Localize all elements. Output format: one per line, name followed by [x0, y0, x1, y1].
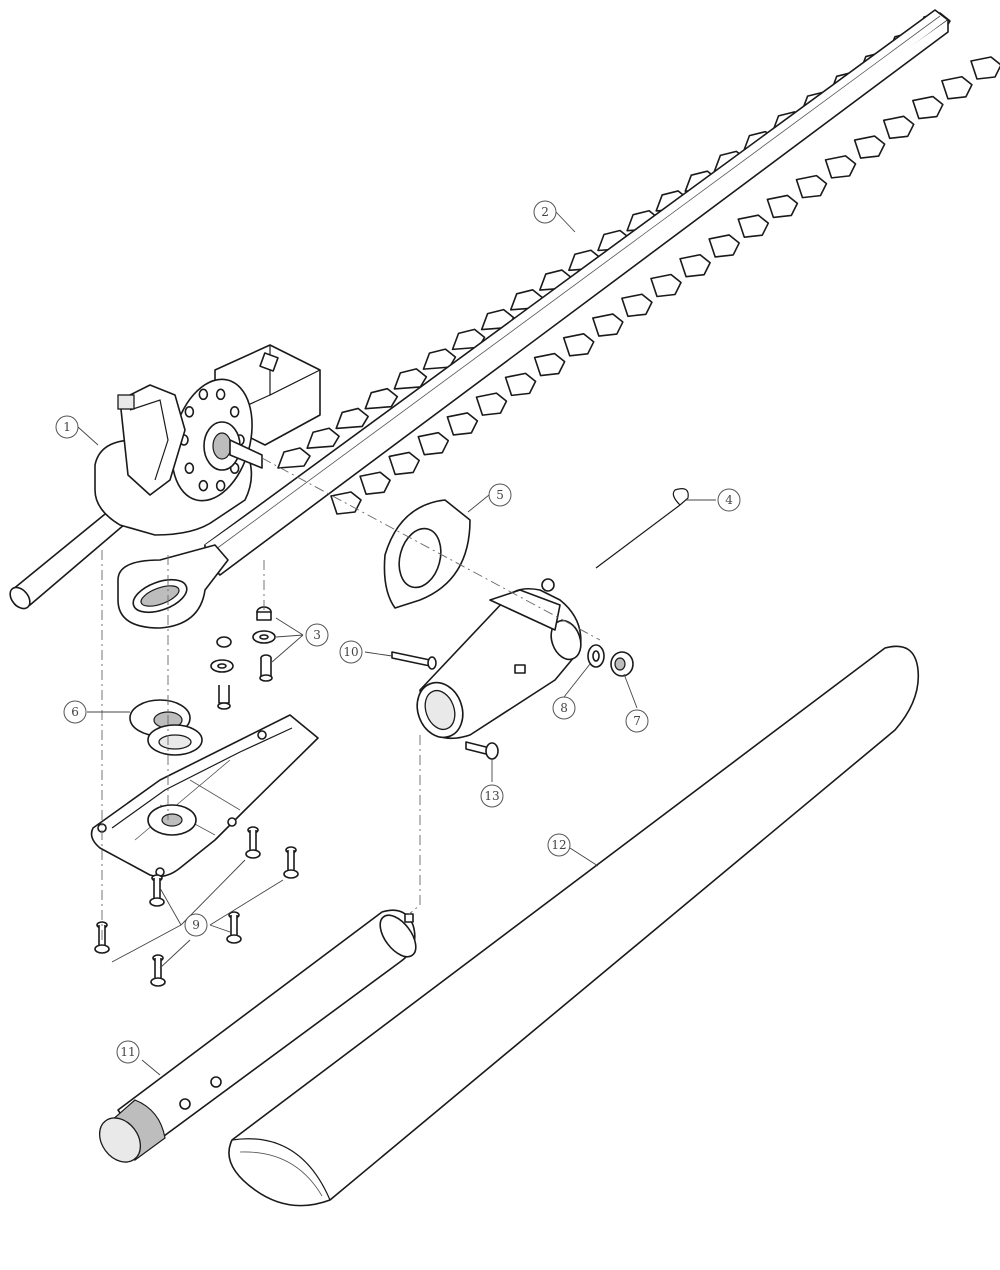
blade-tooth-lower: [853, 135, 886, 159]
callout-labels: 1 2 3 4 5 6 7 8 9 10 11: [55, 200, 741, 1064]
svg-text:9: 9: [192, 918, 200, 932]
blade-tooth-lower: [912, 95, 944, 120]
dial-hole: [198, 479, 209, 492]
dial-hole: [229, 405, 240, 418]
svg-text:13: 13: [484, 789, 499, 803]
blade-tooth-lower: [766, 194, 799, 219]
blade-tooth-lower: [708, 234, 740, 258]
blade-tooth-lower: [592, 313, 624, 337]
svg-text:6: 6: [71, 705, 79, 719]
callout-5[interactable]: 5: [488, 483, 512, 507]
blade-tooth-lower: [795, 174, 828, 199]
svg-text:2: 2: [541, 205, 549, 219]
svg-text:7: 7: [633, 714, 641, 728]
screw: [150, 954, 166, 987]
screw: [245, 826, 261, 859]
screw: [226, 911, 242, 944]
blade-tooth-lower: [359, 471, 391, 496]
blade-tooth-lower: [650, 273, 682, 298]
dial-hole: [184, 462, 195, 475]
blade-tooth-lower: [446, 412, 479, 436]
svg-text:5: 5: [496, 488, 504, 502]
svg-text:4: 4: [725, 493, 733, 507]
callout-6[interactable]: 6: [63, 700, 87, 724]
bushing: [129, 699, 203, 756]
callout-10[interactable]: 10: [339, 640, 363, 664]
washer: [587, 644, 605, 668]
screw-set-9: [94, 826, 299, 987]
gear-case: [416, 578, 582, 740]
callout-7[interactable]: 7: [625, 709, 649, 733]
blade-tooth-upper: [422, 348, 457, 370]
dial-hole: [215, 388, 226, 401]
gasket-disc: [383, 499, 471, 609]
svg-text:11: 11: [120, 1045, 135, 1059]
callout-1[interactable]: 1: [55, 415, 79, 439]
svg-text:1: 1: [63, 420, 71, 434]
shaft-tube: [98, 909, 417, 1163]
callout-2[interactable]: 2: [533, 200, 557, 224]
svg-text:10: 10: [343, 645, 358, 659]
blade-tooth-upper: [306, 427, 340, 450]
blade-tooth-upper: [393, 368, 428, 390]
callout-13[interactable]: 13: [480, 784, 504, 808]
dial-hole: [215, 479, 226, 492]
assembly-center-lines: [101, 457, 601, 945]
gearbox-housing: [9, 344, 321, 610]
bottom-plate: [90, 714, 319, 878]
callout-4[interactable]: 4: [717, 488, 741, 512]
blade-tooth-lower: [737, 214, 770, 238]
callout-12[interactable]: 12: [547, 833, 571, 857]
bolt-washer-set: [210, 606, 276, 710]
small-screw: [391, 651, 437, 670]
blade-tooth-lower: [679, 253, 711, 278]
blade-tooth-upper: [364, 387, 399, 410]
blade-tooth-lower: [388, 451, 420, 476]
nut: [610, 651, 634, 677]
dial-hole: [184, 405, 195, 418]
callout-leaders: [77, 211, 716, 1076]
blade-tooth-lower: [941, 75, 973, 100]
blade-tooth-lower: [621, 293, 653, 318]
blade-tooth-lower: [475, 392, 508, 416]
blade-tooth-lower: [562, 333, 595, 357]
cutter-blade: [117, 9, 1000, 629]
blade-tooth-lower: [970, 56, 1000, 80]
pin: [595, 488, 689, 569]
callout-8[interactable]: 8: [552, 696, 576, 720]
screw-13: [465, 741, 499, 760]
blade-tooth-lower: [504, 372, 537, 397]
callout-9[interactable]: 9: [184, 913, 208, 937]
svg-text:3: 3: [313, 628, 321, 642]
blade-tooth-lower: [882, 115, 915, 140]
blade-tooth-upper: [277, 447, 311, 469]
screw: [149, 874, 165, 907]
blade-tooth-lower: [417, 431, 450, 456]
blade-sheath: [228, 645, 920, 1207]
dial-hole: [198, 388, 209, 401]
callout-11[interactable]: 11: [116, 1040, 140, 1064]
blade-tooth-lower: [533, 352, 566, 377]
screw: [283, 846, 299, 879]
callout-3[interactable]: 3: [305, 623, 329, 647]
blade-tooth-lower: [824, 155, 857, 179]
svg-text:12: 12: [551, 838, 566, 852]
svg-text:8: 8: [560, 701, 568, 715]
blade-tooth-upper: [335, 407, 369, 430]
